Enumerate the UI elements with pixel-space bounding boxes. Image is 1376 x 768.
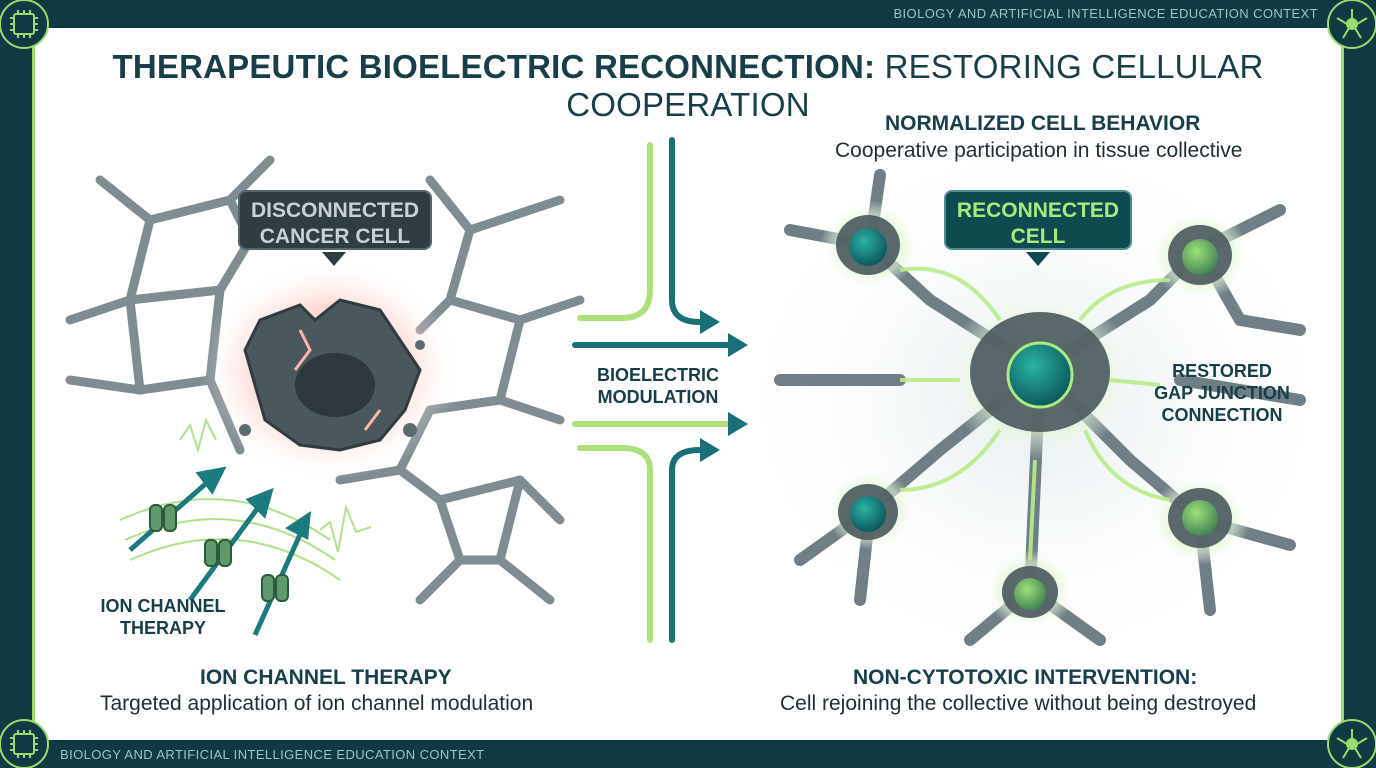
modulation-line2: MODULATION [597,387,719,407]
right-bottom-heading: NON-CYTOTOXIC INTERVENTION: [853,666,1198,689]
top-frame-bar [0,0,1376,28]
callout-pointer-right [1026,252,1050,266]
right-subheading: Cooperative participation in tissue coll… [835,139,1243,162]
right-bottom-subtitle: Cell rejoining the collective without be… [780,692,1257,715]
bottom-frame-bar [0,740,1376,768]
ion-channel-label-line1: ION CHANNEL [100,596,226,616]
bioelectric-flow-arrows [572,137,733,643]
left-subtitle: Targeted application of ion channel modu… [100,692,534,715]
ion-channel-label: ION CHANNEL THERAPY [88,595,238,639]
cell-nuclei [849,228,1218,610]
disconnected-cell-callout: DISCONNECTED CANCER CELL [238,190,432,250]
neuron-icon [1336,9,1368,759]
ion-channel-protein-icon [149,504,289,602]
page-title: THERAPEUTIC BIOELECTRIC RECONNECTION: RE… [0,48,1376,124]
reconnected-cell-callout: RECONNECTED CELL [944,190,1132,250]
gap-junction-label: RESTORED GAP JUNCTION CONNECTION [1145,360,1299,426]
bioelectric-modulation-label: BIOELECTRIC MODULATION [585,364,731,408]
title-bold-part: THERAPEUTIC BIOELECTRIC RECONNECTION: [112,48,876,85]
callout-line1: DISCONNECTED [250,199,419,222]
ion-channel-arrows [128,466,312,637]
reconnected-line2: CELL [1010,225,1066,248]
callout-pointer-left [322,252,346,266]
gap-junction-links [899,266,1171,561]
ion-channel-label-line2: THERAPY [119,618,206,638]
gap-junction-line2: GAP JUNCTION [1154,383,1290,403]
chip-icon [10,10,38,758]
cancer-cell-icon [239,298,425,452]
reconnected-line1: RECONNECTED [956,199,1120,222]
top-context-label: BIOLOGY AND ARTIFICIAL INTELLIGENCE EDUC… [893,6,1318,21]
modulation-line1: BIOELECTRIC [596,365,719,385]
gap-junction-line3: CONNECTION [1161,405,1283,425]
left-heading: ION CHANNEL THERAPY [200,666,452,689]
gap-junction-line1: RESTORED [1172,361,1272,381]
bottom-context-label: BIOLOGY AND ARTIFICIAL INTELLIGENCE EDUC… [60,747,485,762]
right-heading: NORMALIZED CELL BEHAVIOR [885,112,1201,135]
callout-line2: CANCER CELL [259,225,411,248]
title-light-part: RESTORING CELLULAR COOPERATION [566,48,1264,123]
cell-body-shapes [836,215,1232,618]
flow-arrowheads [700,310,748,462]
